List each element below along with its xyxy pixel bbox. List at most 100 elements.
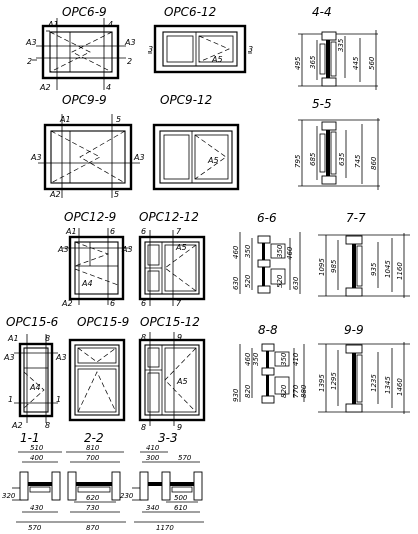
mark-a3: А3 — [30, 153, 42, 162]
mark-3: 3 — [248, 45, 253, 54]
dim-610: 610 — [174, 504, 188, 512]
window-opc12-9: ОРС12-9 А1 6 А3 А3 А4 А2 6 — [57, 210, 133, 308]
mark-4: 4 — [106, 83, 111, 92]
dim-620: 620 — [86, 494, 100, 502]
mark-a5: А5 — [211, 55, 223, 64]
dim-230: 230 — [120, 492, 134, 500]
mark-a3: А3 — [25, 38, 37, 47]
dim-560: 560 — [368, 56, 376, 70]
dim-350: 350 — [252, 352, 260, 366]
dim-985: 985 — [330, 259, 338, 273]
title-section-5-5: 5-5 — [312, 97, 332, 111]
title-opc6-12: ОРС6-12 — [164, 5, 216, 19]
mark-4: 4 — [108, 20, 113, 29]
title-section-7-7: 7-7 — [346, 211, 366, 225]
title-opc15-6: ОРС15-6 — [6, 315, 59, 329]
section-1-1: 1-1 510 400 320 430 570 — [2, 431, 64, 532]
mark-7: 7 — [176, 299, 182, 308]
title-opc15-9: ОРС15-9 — [77, 315, 129, 329]
dim-410: 410 — [146, 444, 160, 452]
mark-6: 6 — [110, 227, 115, 236]
mark-5: 5 — [116, 115, 121, 124]
title-opc12-9: ОРС12-9 — [64, 210, 116, 224]
dim-700: 700 — [86, 454, 100, 462]
mark-1: 1 — [8, 395, 13, 404]
dim-400: 400 — [30, 454, 44, 462]
dim-860: 860 — [370, 156, 378, 170]
section-7-7: 7-7 1095 985 935 1045 1160 — [318, 211, 410, 298]
section-5-5: 5-5 795 685 635 745 860 — [294, 97, 380, 190]
mark-6: 6 — [141, 299, 146, 308]
dim-350: 350 — [280, 352, 288, 366]
dim-635: 635 — [338, 152, 346, 166]
mark-3: 3 — [148, 45, 153, 54]
mark-8: 8 — [45, 421, 50, 430]
dim-350: 350 — [276, 244, 284, 258]
dim-1460: 1460 — [396, 378, 404, 396]
mark-8: 8 — [141, 333, 146, 342]
dim-570: 570 — [178, 454, 192, 462]
window-opc6-9: ОРС6-9 А1 4 А3 А3 2 2 А2 4 — [25, 5, 136, 92]
dim-935: 935 — [370, 262, 378, 276]
mark-a1: А1 — [47, 20, 59, 29]
dim-365: 365 — [309, 55, 317, 69]
title-section-9-9: 9-9 — [344, 323, 364, 337]
dim-520: 520 — [276, 274, 284, 288]
title-opc9-9: ОРС9-9 — [62, 93, 107, 107]
window-opc6-12: ОРС6-12 3 3 А5 — [148, 5, 253, 74]
section-6-6: 6-6 460 350 350 460 630 520 520 630 — [232, 211, 301, 294]
window-opc9-12: ОРС9-12 А5 — [152, 93, 240, 191]
dim-340: 340 — [146, 504, 160, 512]
dim-630: 630 — [292, 276, 300, 290]
dim-820: 820 — [244, 384, 252, 398]
dim-880: 880 — [300, 384, 308, 398]
dim-820: 820 — [280, 384, 288, 398]
dim-745: 745 — [354, 154, 362, 168]
dim-495: 495 — [294, 56, 302, 70]
dim-1235: 1235 — [370, 374, 378, 392]
mark-a2: А2 — [39, 83, 51, 92]
mark-a1: А1 — [7, 334, 19, 343]
dim-570: 570 — [28, 524, 42, 532]
mark-a3: А3 — [121, 245, 133, 254]
mark-6: 6 — [110, 299, 115, 308]
mark-2: 2 — [127, 57, 132, 66]
dim-1095: 1095 — [318, 258, 326, 276]
title-opc9-12: ОРС9-12 — [160, 93, 212, 107]
title-section-1-1: 1-1 — [20, 431, 40, 445]
window-opc15-12: ОРС15-12 8 9 А5 8 9 — [138, 315, 206, 432]
section-2-2: 2-2 810 700 620 730 870 — [64, 431, 126, 532]
dim-1395: 1395 — [318, 374, 326, 392]
mark-a5: А5 — [176, 377, 188, 386]
title-opc12-12: ОРС12-12 — [139, 210, 199, 224]
dim-870: 870 — [86, 524, 100, 532]
mark-a4: А4 — [81, 279, 93, 288]
dim-520: 520 — [244, 274, 252, 288]
dim-770: 770 — [292, 384, 300, 398]
window-opc15-6: ОРС15-6 А1 8 А3 А3 А4 1 1 А2 8 — [3, 315, 67, 430]
mark-a4: А4 — [29, 383, 41, 392]
dim-795: 795 — [294, 154, 302, 168]
dim-445: 445 — [352, 56, 360, 70]
mark-8: 8 — [141, 423, 146, 432]
window-opc12-12: ОРС12-12 6 7 А5 6 7 — [138, 210, 206, 308]
title-section-3-3: 3-3 — [158, 431, 178, 445]
mark-a5: А5 — [207, 156, 219, 165]
mark-2: 2 — [27, 57, 32, 66]
window-opc9-9: ОРС9-9 А1 5 А3 А3 А2 5 — [30, 93, 145, 199]
window-opc15-9: ОРС15-9 — [68, 315, 129, 422]
dim-460: 460 — [232, 245, 240, 259]
mark-a3: А3 — [133, 153, 145, 162]
mark-a2: А2 — [11, 421, 23, 430]
mark-9: 9 — [177, 333, 182, 342]
dim-1170: 1170 — [156, 524, 174, 532]
dim-300: 300 — [146, 454, 160, 462]
mark-a1: А1 — [59, 115, 71, 124]
mark-5: 5 — [114, 190, 119, 199]
mark-a1: А1 — [65, 227, 77, 236]
dim-685: 685 — [309, 152, 317, 166]
mark-1: 1 — [56, 395, 61, 404]
section-4-4: 4-4 495 365 335 445 560 — [294, 5, 378, 90]
dim-1045: 1045 — [384, 260, 392, 278]
dim-1345: 1345 — [384, 376, 392, 394]
